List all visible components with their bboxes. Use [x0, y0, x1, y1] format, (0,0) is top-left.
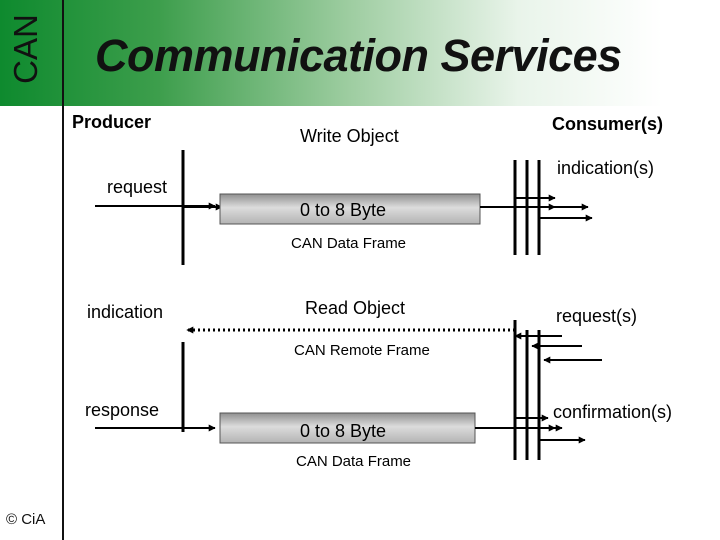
read-frame-content: 0 to 8 Byte — [300, 421, 387, 441]
response-label: response — [85, 400, 160, 420]
copyright-label: © CiA — [6, 511, 46, 528]
side-rule — [62, 0, 64, 540]
write-frame-content: 0 to 8 Byte — [300, 200, 387, 220]
consumer-timelines-lower — [513, 320, 541, 460]
indication-arrows — [515, 194, 593, 222]
write-data-frame-box — [219, 193, 481, 225]
confirmation-arrows — [515, 414, 586, 444]
write-frame-type: CAN Data Frame — [291, 235, 407, 252]
read-frame-type: CAN Data Frame — [296, 453, 412, 470]
write-object-title: Write Object — [300, 126, 399, 146]
header-gradient — [0, 0, 720, 106]
request-s-label: request(s) — [556, 306, 638, 326]
consumer-label: Consumer(s) — [552, 114, 664, 134]
page-title: Communication Services — [95, 30, 622, 81]
producer-label: Producer — [72, 112, 152, 132]
indication-label: indication — [87, 302, 164, 322]
request-label: request — [107, 177, 168, 197]
indication-s-label: indication(s) — [557, 158, 655, 178]
request-arrows — [514, 332, 602, 364]
read-object-title: Read Object — [305, 298, 406, 318]
read-data-frame-box — [219, 412, 476, 444]
remote-frame-type: CAN Remote Frame — [294, 342, 430, 359]
confirmation-s-label: confirmation(s) — [553, 402, 673, 422]
